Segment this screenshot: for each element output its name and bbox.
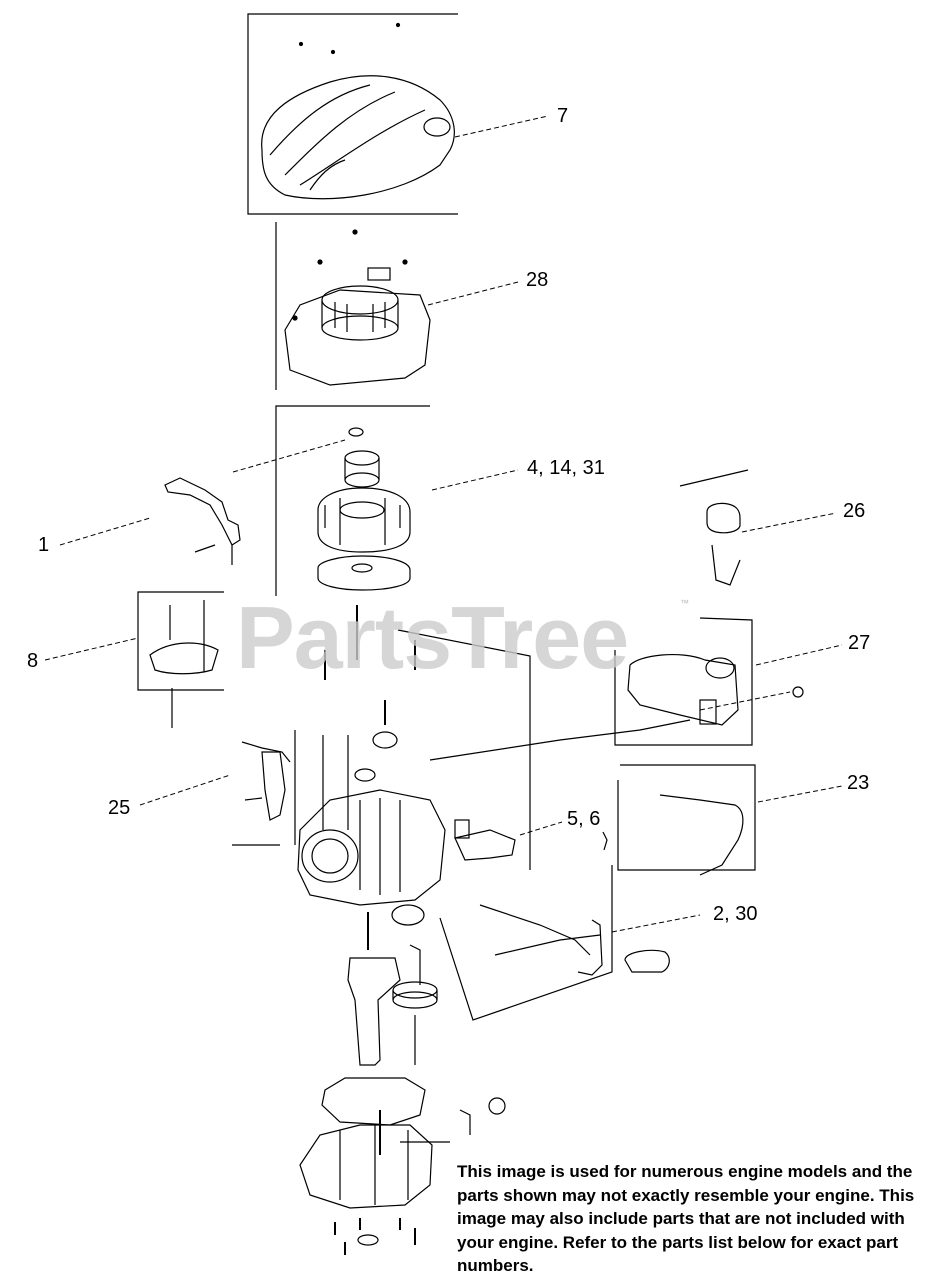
callout-4-14-31: 4, 14, 31 bbox=[527, 457, 605, 479]
engine-block-group bbox=[232, 640, 446, 906]
watermark-trademark: ™ bbox=[680, 598, 689, 608]
linkage-group bbox=[439, 865, 670, 1021]
callout-25: 25 bbox=[108, 797, 131, 819]
deflector-part bbox=[149, 642, 219, 675]
callout-2-30: 2, 30 bbox=[713, 903, 758, 925]
deflector-group bbox=[137, 591, 224, 728]
callout-28: 28 bbox=[526, 269, 549, 291]
callout-7: 7 bbox=[557, 105, 569, 127]
tank-part bbox=[627, 653, 739, 726]
gasket-part bbox=[321, 1077, 426, 1126]
flywheel-group bbox=[275, 405, 430, 660]
cap-part bbox=[706, 502, 741, 534]
leader-lines bbox=[44, 115, 843, 933]
partstree-watermark: PartsTree bbox=[236, 588, 629, 687]
control-bracket-group bbox=[397, 629, 608, 870]
callout-8: 8 bbox=[27, 650, 39, 672]
blower-housing-group bbox=[275, 222, 431, 390]
cylinder-block-part bbox=[297, 789, 446, 906]
callout-26: 26 bbox=[843, 500, 866, 522]
base-group bbox=[299, 1077, 506, 1255]
fuel-tank-group bbox=[614, 469, 804, 746]
callout-5-6: 5, 6 bbox=[567, 808, 601, 830]
callout-1: 1 bbox=[38, 534, 50, 556]
primer-group bbox=[241, 741, 291, 821]
oil-pan-part bbox=[299, 1124, 433, 1209]
crankshaft-part bbox=[347, 957, 401, 1066]
flywheel-part bbox=[317, 487, 411, 553]
brake-lever-group bbox=[164, 477, 241, 565]
linkage-part bbox=[479, 904, 601, 956]
fuel-line-part bbox=[659, 794, 744, 876]
callout-23: 23 bbox=[847, 772, 870, 794]
control-bracket-part bbox=[454, 829, 516, 861]
callout-27: 27 bbox=[848, 632, 871, 654]
disclaimer-text: This image is used for numerous engine m… bbox=[457, 1162, 915, 1275]
fuel-line-group bbox=[429, 719, 756, 876]
primer-part bbox=[261, 751, 286, 821]
blower-housing-part bbox=[284, 289, 431, 386]
engine-cover-part bbox=[261, 75, 455, 200]
crankshaft-group bbox=[347, 904, 438, 1066]
brake-lever-part bbox=[164, 477, 241, 546]
engine-cover-group bbox=[247, 13, 458, 215]
